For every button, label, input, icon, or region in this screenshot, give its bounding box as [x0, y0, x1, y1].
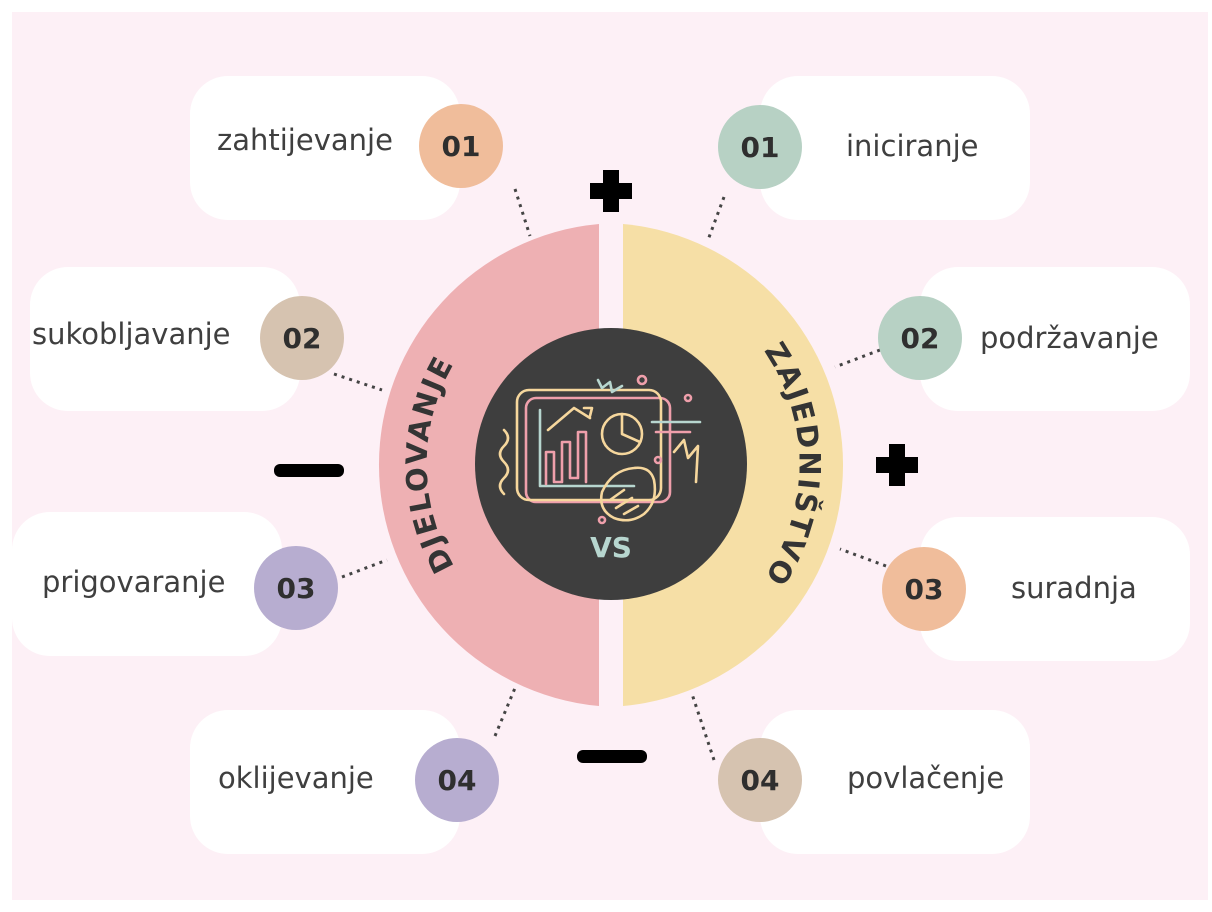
- card-right-02: [920, 267, 1190, 411]
- card-right-01: [760, 76, 1030, 220]
- number-badge-right-04: 04: [718, 738, 802, 822]
- item-label-left-04: oklijevanje: [218, 761, 374, 795]
- presentation-board-icon: [498, 374, 702, 525]
- card-left-03: [12, 512, 282, 656]
- number-badge-left-04: 04: [415, 738, 499, 822]
- plus-sign-top: [590, 170, 632, 212]
- number-badge-right-01: 01: [718, 105, 802, 189]
- plus-sign-right: [876, 444, 918, 486]
- item-label-left-01: zahtijevanje: [217, 123, 393, 157]
- item-label-right-02: podržavanje: [980, 321, 1159, 355]
- minus-sign-left: [274, 464, 344, 477]
- number-badge-left-03: 03: [254, 546, 338, 630]
- card-left-01: [190, 76, 460, 220]
- item-label-left-02: sukobljavanje: [32, 317, 231, 351]
- connector-lines: [333, 188, 887, 761]
- item-label-right-01: iniciranje: [846, 129, 979, 163]
- number-badge-right-02: 02: [878, 296, 962, 380]
- center-circle: [475, 328, 747, 600]
- card-right-04: [760, 710, 1030, 854]
- card-left-02: [30, 267, 300, 411]
- vs-label: VS: [590, 531, 632, 564]
- number-badge-right-03: 03: [882, 547, 966, 631]
- item-label-right-03: suradnja: [1011, 571, 1137, 605]
- connector-right-03: [839, 547, 887, 568]
- item-label-left-03: prigovaranje: [42, 565, 226, 599]
- minus-sign-bottom: [577, 750, 647, 763]
- connector-right-04: [690, 693, 716, 761]
- connector-left-03: [341, 558, 388, 579]
- connector-left-01: [513, 188, 532, 237]
- connector-right-02: [834, 348, 881, 369]
- connector-left-04: [493, 687, 517, 737]
- split-circle: DJELOVANJE ZAJEDNIŠTVO: [378, 224, 844, 706]
- connector-left-02: [333, 372, 383, 392]
- item-label-right-04: povlačenje: [847, 761, 1005, 795]
- diagram-canvas: DJELOVANJE ZAJEDNIŠTVO: [12, 12, 1208, 900]
- number-badge-left-02: 02: [260, 296, 344, 380]
- number-badge-left-01: 01: [419, 104, 503, 188]
